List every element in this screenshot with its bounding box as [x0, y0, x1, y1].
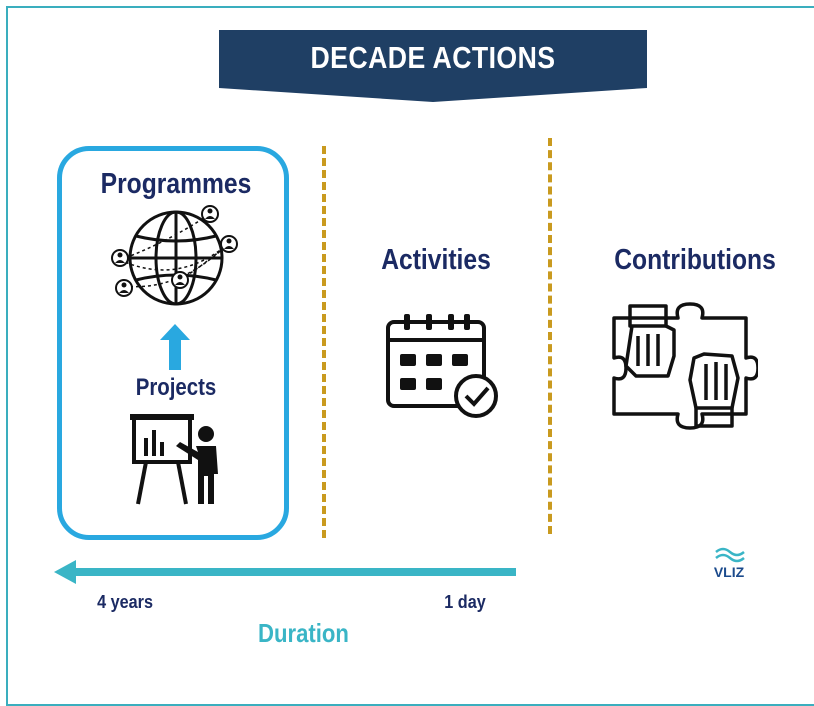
calendar-check-icon [386, 314, 498, 418]
projects-label: Projects [135, 374, 217, 401]
globe-network-icon [111, 205, 238, 306]
programmes-title: Programmes [100, 168, 252, 200]
divider-right [548, 138, 552, 534]
duration-right-label: 1 day [444, 592, 486, 612]
duration-axis-label: Duration [258, 618, 349, 648]
duration-arrow [54, 560, 516, 584]
duration-left-label: 4 years [97, 592, 153, 612]
contributions-title: Contributions [614, 244, 776, 276]
puzzle-hands-icon [612, 302, 758, 430]
divider-left [322, 146, 326, 538]
title-banner: DECADE ACTIONS [219, 30, 647, 102]
presentation-icon [130, 414, 218, 505]
activities-title: Activities [381, 244, 491, 276]
vliz-logo: VLIZ [706, 546, 766, 586]
logo-text: VLIZ [713, 564, 745, 580]
page-title: DECADE ACTIONS [310, 40, 556, 75]
programmes-box [57, 146, 289, 540]
up-arrow-icon [160, 324, 190, 370]
